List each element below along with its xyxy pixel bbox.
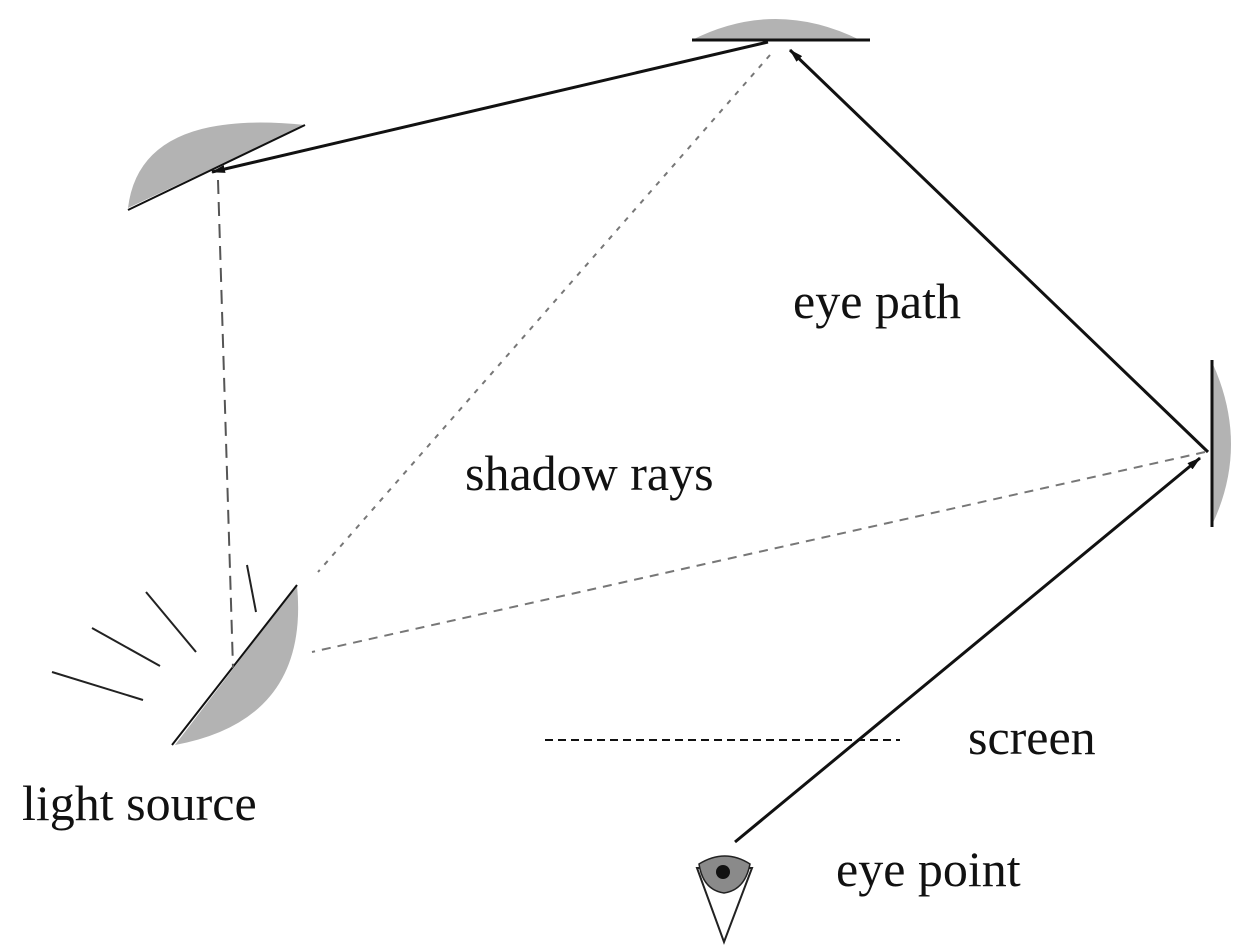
eye-path-rays — [211, 40, 1210, 844]
shadow-ray-vertical — [217, 179, 234, 669]
upper-left-surface-fill — [128, 122, 305, 208]
eye-path-label: eye path — [793, 273, 961, 329]
emission-ray-1 — [51, 671, 144, 701]
eye-path-segment-1 — [734, 456, 1201, 844]
emission-ray-3 — [145, 591, 197, 653]
top-surface-fill — [692, 19, 860, 40]
light-source-surface — [171, 584, 299, 746]
eye-path-segment-3 — [211, 40, 769, 174]
shadow-rays-label: shadow rays — [465, 445, 714, 501]
top-surface — [692, 19, 870, 42]
light-source-line — [171, 584, 298, 746]
shadow-ray-horizontal — [311, 451, 1206, 653]
eye-pupil — [716, 865, 730, 879]
shadow-rays-group — [217, 54, 1206, 669]
emission-ray-4 — [246, 564, 257, 613]
light-source-fill — [175, 585, 299, 745]
eye-point-label: eye point — [836, 841, 1021, 897]
light-source-label: light source — [22, 775, 257, 831]
eye-icon — [695, 855, 754, 945]
eye-path-segment-2 — [788, 48, 1210, 454]
upper-left-surface — [127, 122, 306, 211]
light-emission-rays — [51, 564, 257, 701]
right-surface-fill — [1212, 362, 1231, 525]
emission-ray-2 — [91, 627, 161, 667]
right-surface — [1210, 360, 1231, 527]
screen-label: screen — [968, 709, 1096, 765]
